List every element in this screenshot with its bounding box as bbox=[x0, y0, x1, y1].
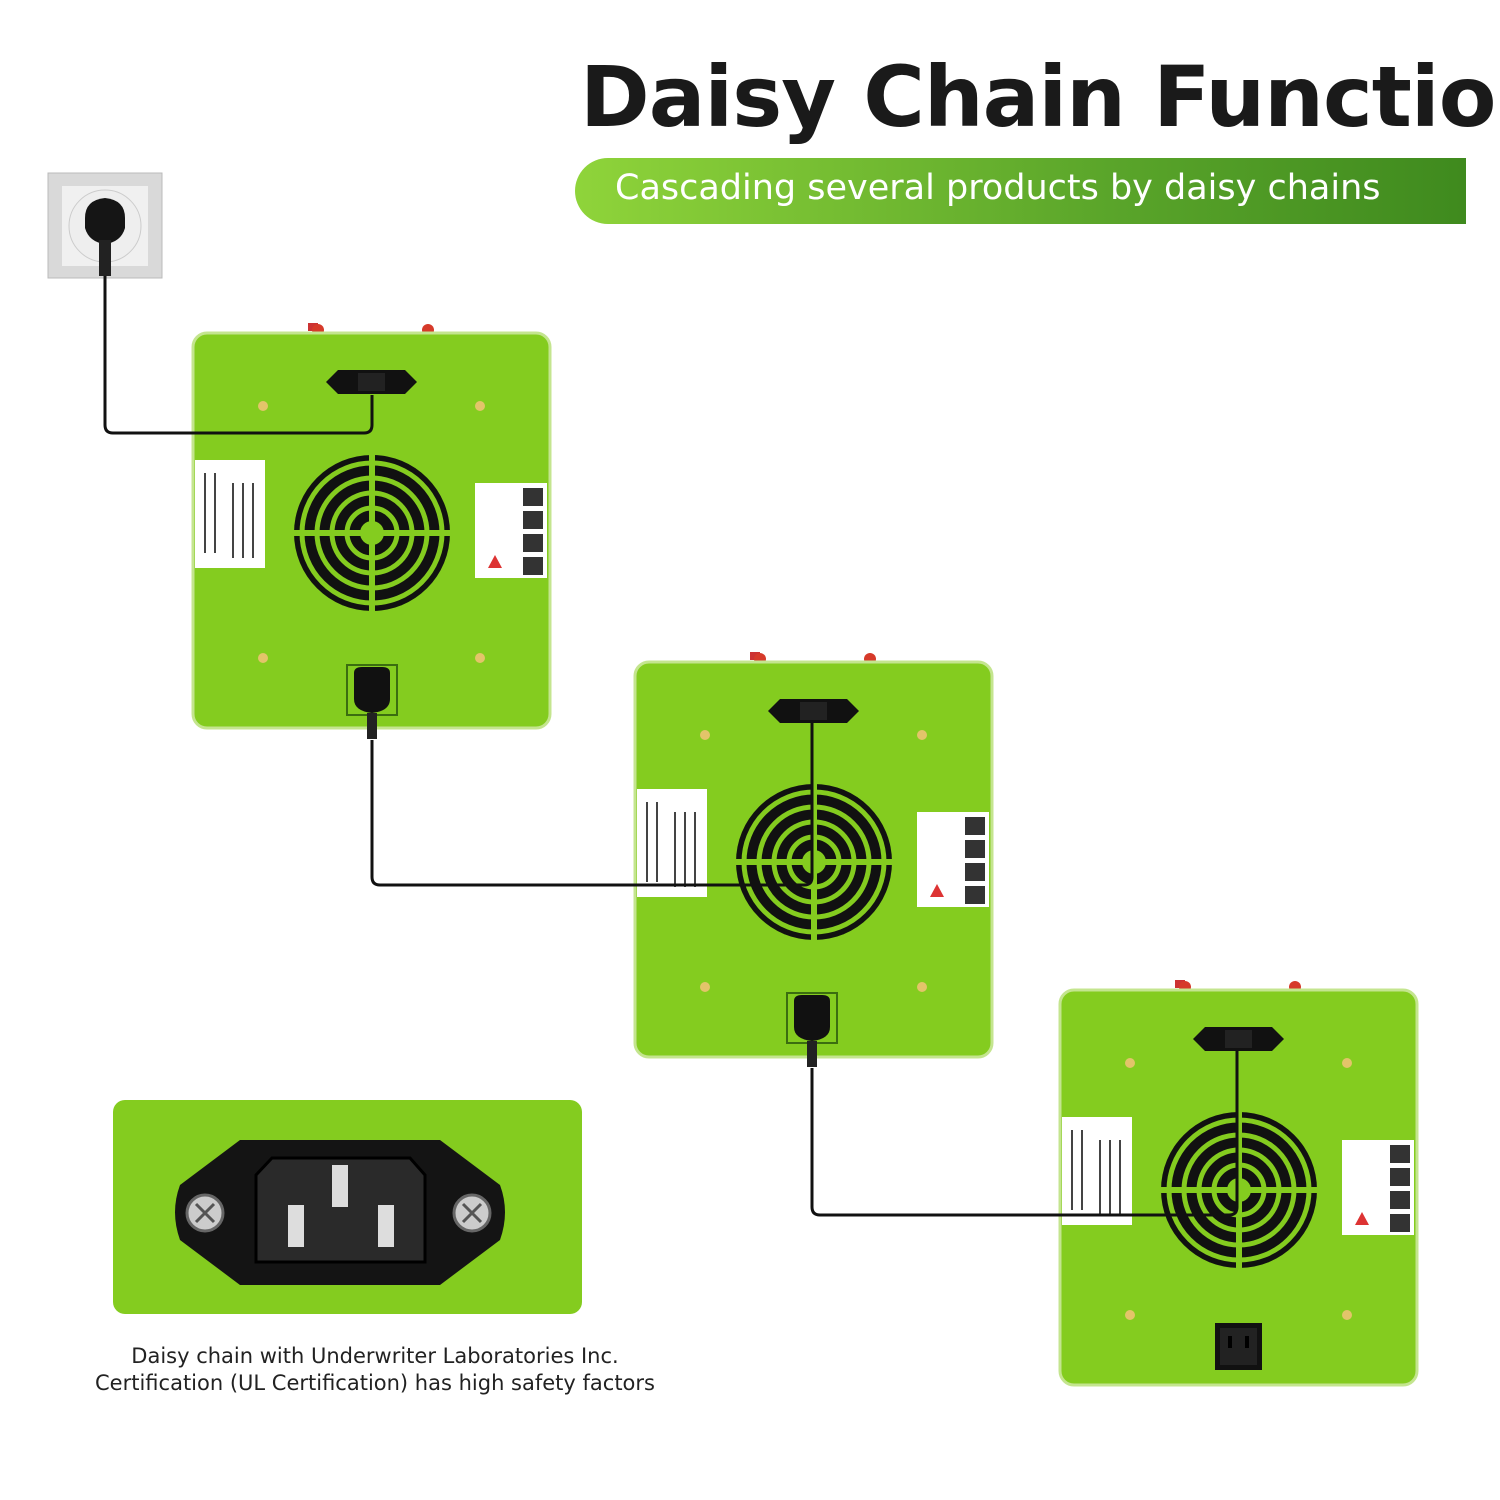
caption-line-1: Daisy chain with Underwriter Laboratorie… bbox=[131, 1344, 619, 1368]
subtitle-text: Cascading several products by daisy chai… bbox=[615, 168, 1381, 208]
caption: Daisy chain with Underwriter Laboratorie… bbox=[20, 1343, 730, 1397]
cables bbox=[103, 276, 1239, 1217]
page-title: Daisy Chain Function bbox=[580, 48, 1500, 146]
iec-connector-icon bbox=[113, 1100, 582, 1314]
caption-line-2: Certification (UL Certification) has hig… bbox=[95, 1371, 655, 1395]
subtitle-banner: Cascading several products by daisy chai… bbox=[575, 158, 1466, 224]
light-panel-3 bbox=[1060, 980, 1417, 1385]
wall-socket-icon bbox=[47, 172, 163, 279]
